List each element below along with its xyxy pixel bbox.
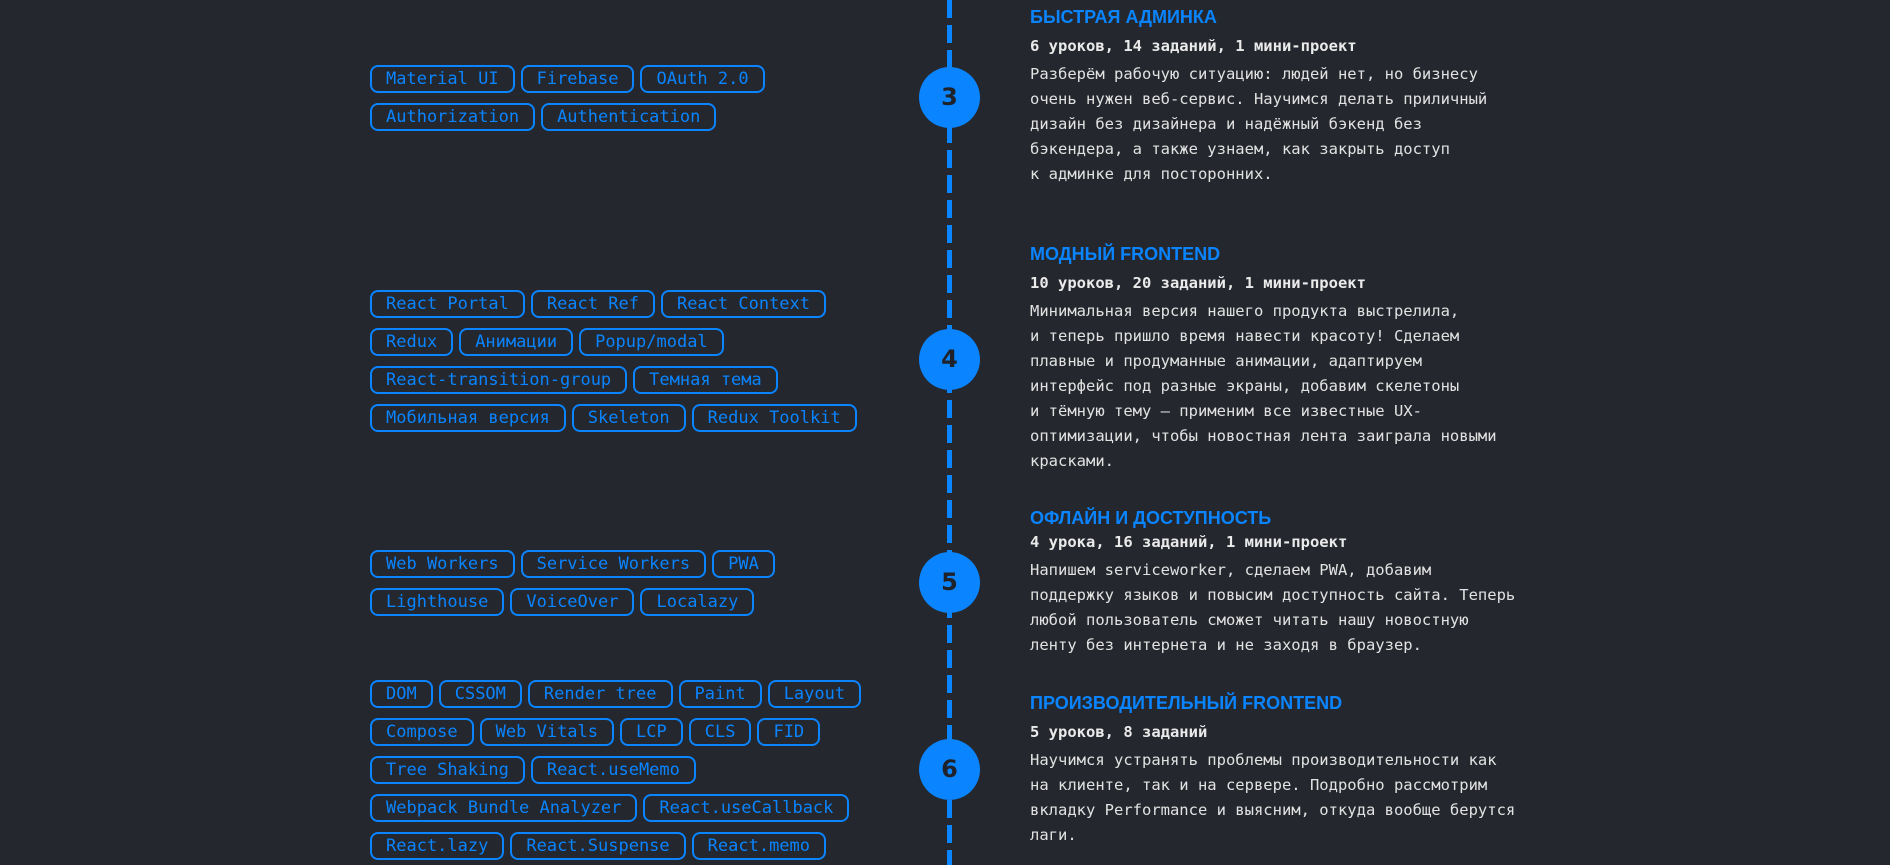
module-title: ПРОИЗВОДИТЕЛЬНЫЙ FRONTEND bbox=[1030, 693, 1343, 713]
module-info: БЫСТРАЯ АДМИНКА 6 уроков, 14 заданий, 1 … bbox=[1030, 6, 1550, 187]
tag: Redux Toolkit bbox=[691, 404, 857, 432]
tag: Redux bbox=[370, 328, 454, 356]
tag: CSSOM bbox=[438, 680, 522, 708]
tag: FID bbox=[757, 718, 821, 746]
module-number-badge: 4 bbox=[919, 329, 980, 390]
module-info: МОДНЫЙ FRONTEND 10 уроков, 20 заданий, 1… bbox=[1030, 243, 1550, 474]
tag: Lighthouse bbox=[370, 588, 505, 616]
module-number-badge: 5 bbox=[919, 552, 980, 613]
tag: Localazy bbox=[640, 588, 755, 616]
tag: Анимации bbox=[459, 328, 574, 356]
tag: Skeleton bbox=[571, 404, 686, 432]
timeline-line bbox=[947, 0, 952, 865]
tag: React-transition-group bbox=[370, 366, 628, 394]
module-info: ОФЛАЙН И ДОСТУПНОСТЬ 4 урока, 16 заданий… bbox=[1030, 507, 1550, 658]
tag: Render tree bbox=[527, 680, 673, 708]
tag: React.useCallback bbox=[643, 794, 850, 822]
tag: DOM bbox=[370, 680, 433, 708]
module-title: ОФЛАЙН И ДОСТУПНОСТЬ bbox=[1030, 508, 1272, 528]
module-description: Разберём рабочую ситуацию: людей нет, но… bbox=[1030, 65, 1488, 183]
tag: React Context bbox=[660, 290, 827, 318]
tag: React.lazy bbox=[370, 832, 505, 860]
tag: Authentication bbox=[541, 103, 717, 131]
tag: Tree Shaking bbox=[370, 756, 525, 784]
tag: React Portal bbox=[370, 290, 525, 318]
module-info: ПРОИЗВОДИТЕЛЬНЫЙ FRONTEND 5 уроков, 8 за… bbox=[1030, 692, 1550, 848]
tag: OAuth 2.0 bbox=[640, 65, 765, 93]
tag: Web Workers bbox=[370, 550, 515, 578]
tag: Мобильная версия bbox=[370, 404, 566, 432]
tag: React.Suspense bbox=[510, 832, 686, 860]
module-meta: 6 уроков, 14 заданий, 1 мини-проект bbox=[1030, 37, 1357, 55]
tag: React Ref bbox=[530, 290, 655, 318]
tag: React.useMemo bbox=[530, 756, 696, 784]
module-meta: 5 уроков, 8 заданий bbox=[1030, 723, 1208, 741]
tag: Service Workers bbox=[520, 550, 707, 578]
tag: Layout bbox=[767, 680, 862, 708]
module-title: МОДНЫЙ FRONTEND bbox=[1030, 244, 1221, 264]
module-title: БЫСТРАЯ АДМИНКА bbox=[1030, 7, 1217, 27]
tag: Webpack Bundle Analyzer bbox=[370, 794, 638, 822]
tag: Темная тема bbox=[633, 366, 778, 394]
tag: Compose bbox=[370, 718, 474, 746]
tag: Web Vitals bbox=[479, 718, 615, 746]
module-number-badge: 3 bbox=[919, 67, 980, 128]
tag: Authorization bbox=[370, 103, 536, 131]
tag: Paint bbox=[678, 680, 762, 708]
tag: VoiceOver bbox=[510, 588, 635, 616]
module-number-badge: 6 bbox=[919, 739, 980, 800]
module-description: Напишем serviceworker, сделаем PWA, доба… bbox=[1030, 561, 1516, 654]
tag: LCP bbox=[620, 718, 683, 746]
tag: CLS bbox=[688, 718, 752, 746]
tag: PWA bbox=[712, 550, 775, 578]
tag-list: React Portal React Ref React Context Red… bbox=[370, 290, 910, 432]
tag-list: DOM CSSOM Render tree Paint Layout Compo… bbox=[370, 680, 910, 860]
tag-list: Web Workers Service Workers PWA Lighthou… bbox=[370, 550, 910, 616]
tag: Firebase bbox=[520, 65, 635, 93]
tag: Popup/modal bbox=[579, 328, 724, 356]
tag-list: Material UI Firebase OAuth 2.0 Authoriza… bbox=[370, 65, 910, 131]
module-description: Научимся устранять проблемы производител… bbox=[1030, 751, 1516, 844]
tag: React.memo bbox=[691, 832, 827, 860]
module-description: Минимальная версия нашего продукта выстр… bbox=[1030, 302, 1497, 470]
module-meta: 4 урока, 16 заданий, 1 мини-проект bbox=[1030, 533, 1348, 551]
tag: Material UI bbox=[370, 65, 515, 93]
module-meta: 10 уроков, 20 заданий, 1 мини-проект bbox=[1030, 274, 1366, 292]
